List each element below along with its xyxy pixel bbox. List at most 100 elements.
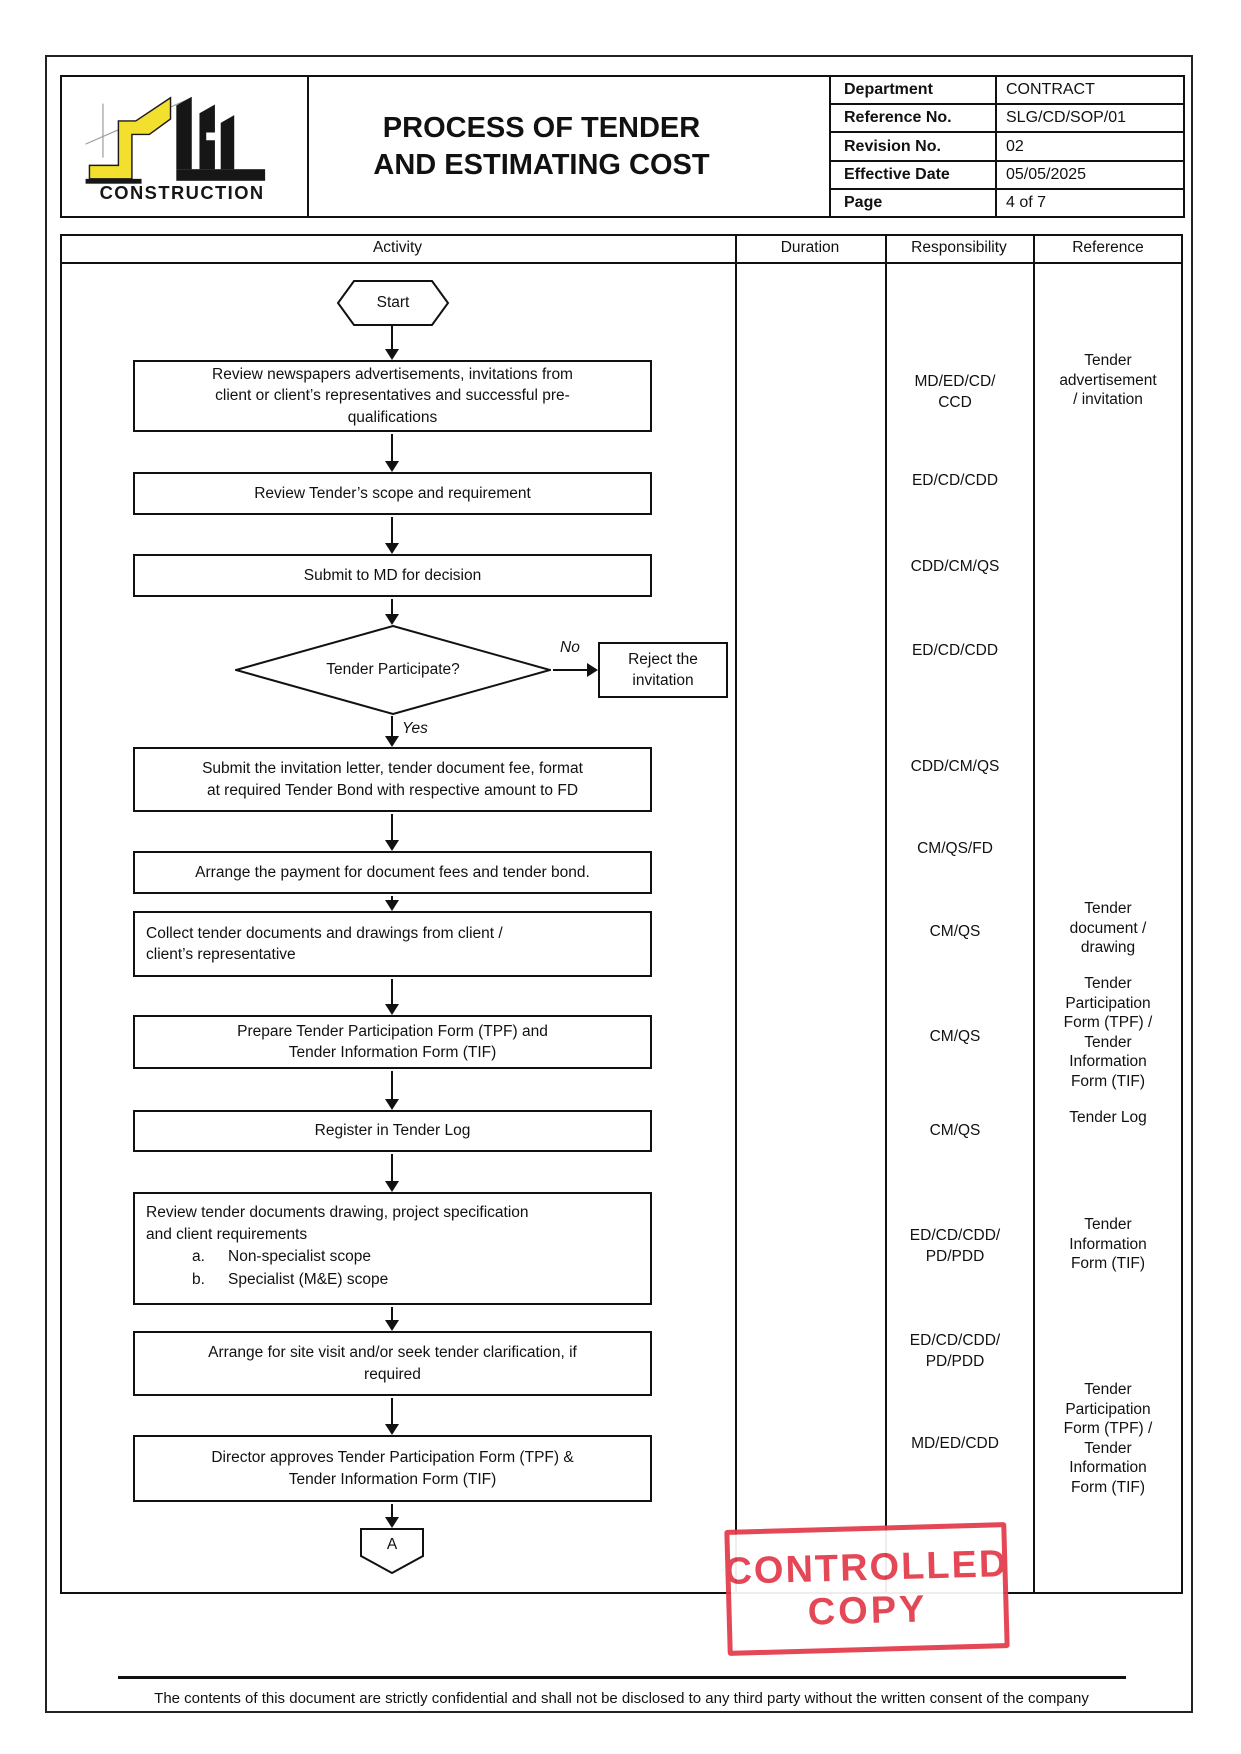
info-label: Page <box>831 189 997 217</box>
stamp-text-line2: COPY <box>807 1588 929 1634</box>
flow-arrow <box>391 896 393 901</box>
flow-arrow <box>391 1307 393 1321</box>
flow-arrow <box>391 716 393 737</box>
flow-arrowhead <box>385 1424 399 1435</box>
flow-arrowhead <box>385 1099 399 1110</box>
list-marker: b. <box>192 1270 205 1288</box>
flow-arrow <box>391 1071 393 1100</box>
decision-tender-participate: Tender Participate? <box>326 661 460 678</box>
scope-list-item: a.Non-specialist scope <box>192 1246 650 1268</box>
reference-entry: Tender Participation Form (TPF) / Tender… <box>1063 1381 1153 1496</box>
flow-arrowhead <box>385 1517 399 1528</box>
responsibility-entry: ED/CD/CDD <box>911 642 999 659</box>
info-label: Effective Date <box>831 161 997 188</box>
flow-arrowhead <box>385 736 399 747</box>
responsibility-entry: ED/CD/CDD <box>911 472 999 489</box>
flow-arrow <box>391 979 393 1005</box>
reference-entry: Tender Information Form (TIF) <box>1069 1216 1147 1272</box>
info-row-department: Department CONTRACT <box>831 77 1183 106</box>
flow-step-arrange-payment: Arrange the payment for document fees an… <box>133 851 652 894</box>
responsibility-entry: CM/QS/FD <box>917 840 993 857</box>
flow-step-site-visit: Arrange for site visit and/or seek tende… <box>133 1331 652 1396</box>
responsibility-entry: MD/ED/CDD <box>911 1435 999 1452</box>
decision-no-label: No <box>560 639 580 656</box>
flow-arrow <box>391 326 393 351</box>
info-value: 02 <box>1006 137 1024 155</box>
logo-cell: CONSTRUCTION <box>62 77 309 216</box>
flow-step-review-scope: Review Tender’s scope and requirement <box>133 472 652 515</box>
flow-step-register-tender-log: Register in Tender Log <box>133 1110 652 1152</box>
list-text: Specialist (M&E) scope <box>228 1270 389 1288</box>
flow-arrowhead <box>385 1320 399 1331</box>
info-row-reference-no: Reference No. SLG/CD/SOP/01 <box>831 105 1183 134</box>
info-row-effective-date: Effective Date 05/05/2025 <box>831 161 1183 190</box>
logo-letter-l <box>175 96 192 169</box>
flow-arrowhead <box>385 900 399 911</box>
reference-entry: Tender document / drawing <box>1069 900 1147 956</box>
flow-arrowhead <box>385 543 399 554</box>
flow-arrowhead <box>587 663 598 677</box>
reference-entry: Tender Log <box>1069 1109 1147 1126</box>
header-row-divider <box>60 262 1183 264</box>
flow-arrow <box>391 1504 393 1518</box>
flow-arrow <box>391 599 393 615</box>
scope-list-item: b. Specialist (M&E) scope <box>192 1269 650 1291</box>
flow-step-prepare-tpf-tif: Prepare Tender Participation Form (TPF) … <box>133 1015 652 1069</box>
flow-arrow <box>391 1398 393 1425</box>
column-header-responsibility: Responsibility <box>911 239 1007 256</box>
flow-arrowhead <box>385 1181 399 1192</box>
logo-underline <box>85 178 142 184</box>
responsibility-entry: ED/CD/CDD/ PD/PDD <box>909 1227 1001 1265</box>
column-divider <box>735 234 737 1594</box>
responsibility-entry: CDD/CM/QS <box>910 558 1000 575</box>
responsibility-entry: ED/CD/CDD/ PD/PDD <box>909 1332 1001 1370</box>
info-row-revision-no: Revision No. 02 <box>831 133 1183 162</box>
flow-arrow <box>391 1154 393 1182</box>
footer-divider <box>118 1676 1126 1679</box>
info-label: Revision No. <box>831 133 997 160</box>
flowchart-table <box>60 234 1183 1594</box>
info-value: 05/05/2025 <box>1006 165 1087 183</box>
column-divider <box>1033 234 1035 1594</box>
confidentiality-notice: The contents of this document are strict… <box>154 1690 1089 1707</box>
flow-arrowhead <box>385 840 399 851</box>
document-title: PROCESS OF TENDER AND ESTIMATING COST <box>309 77 831 216</box>
column-header-duration: Duration <box>780 239 840 256</box>
responsibility-entry: CDD/CM/QS <box>910 758 1000 775</box>
flow-arrow <box>391 517 393 544</box>
flow-step-review-tender-documents: Review tender documents drawing, project… <box>133 1192 652 1305</box>
column-divider <box>885 234 887 1594</box>
info-label: Reference No. <box>831 105 997 132</box>
info-value: 4 of 7 <box>1006 193 1047 211</box>
flow-arrow <box>391 434 393 462</box>
flow-step-submit-invitation-letter: Submit the invitation letter, tender doc… <box>133 747 652 812</box>
connector-a-shape <box>360 1528 424 1574</box>
info-value: CONTRACT <box>1006 81 1095 99</box>
info-row-page: Page 4 of 7 <box>831 189 1183 217</box>
flow-arrow <box>391 814 393 841</box>
slg-construction-logo: CONSTRUCTION <box>84 95 265 203</box>
responsibility-entry: CM/QS <box>929 1122 981 1139</box>
list-marker: a. <box>192 1248 205 1265</box>
logo-letter-g <box>198 104 215 169</box>
document-header: CONSTRUCTION PROCESS OF TENDER AND ESTIM… <box>60 75 1185 218</box>
flow-step-director-approves: Director approves Tender Participation F… <box>133 1435 652 1502</box>
flow-step-collect-documents: Collect tender documents and drawings fr… <box>133 911 652 977</box>
column-header-reference: Reference <box>1072 239 1144 256</box>
responsibility-entry: CM/QS <box>929 923 981 940</box>
flow-step-submit-md: Submit to MD for decision <box>133 554 652 597</box>
start-shape <box>336 280 450 326</box>
header-info-table: Department CONTRACT Reference No. SLG/CD… <box>831 77 1183 217</box>
connector-a: A <box>386 1536 398 1553</box>
column-header-activity: Activity <box>372 239 423 256</box>
flow-arrow <box>553 669 589 671</box>
info-value: SLG/CD/SOP/01 <box>1006 109 1127 127</box>
flow-arrowhead <box>385 1004 399 1015</box>
logo-tower <box>220 114 234 169</box>
logo-base <box>175 168 265 181</box>
start-node: Start <box>376 294 410 311</box>
stamp-text-line1: CONTROLLED <box>723 1543 1009 1593</box>
review-documents-text: Review tender documents drawing, project… <box>146 1204 529 1243</box>
flow-arrowhead <box>385 461 399 472</box>
